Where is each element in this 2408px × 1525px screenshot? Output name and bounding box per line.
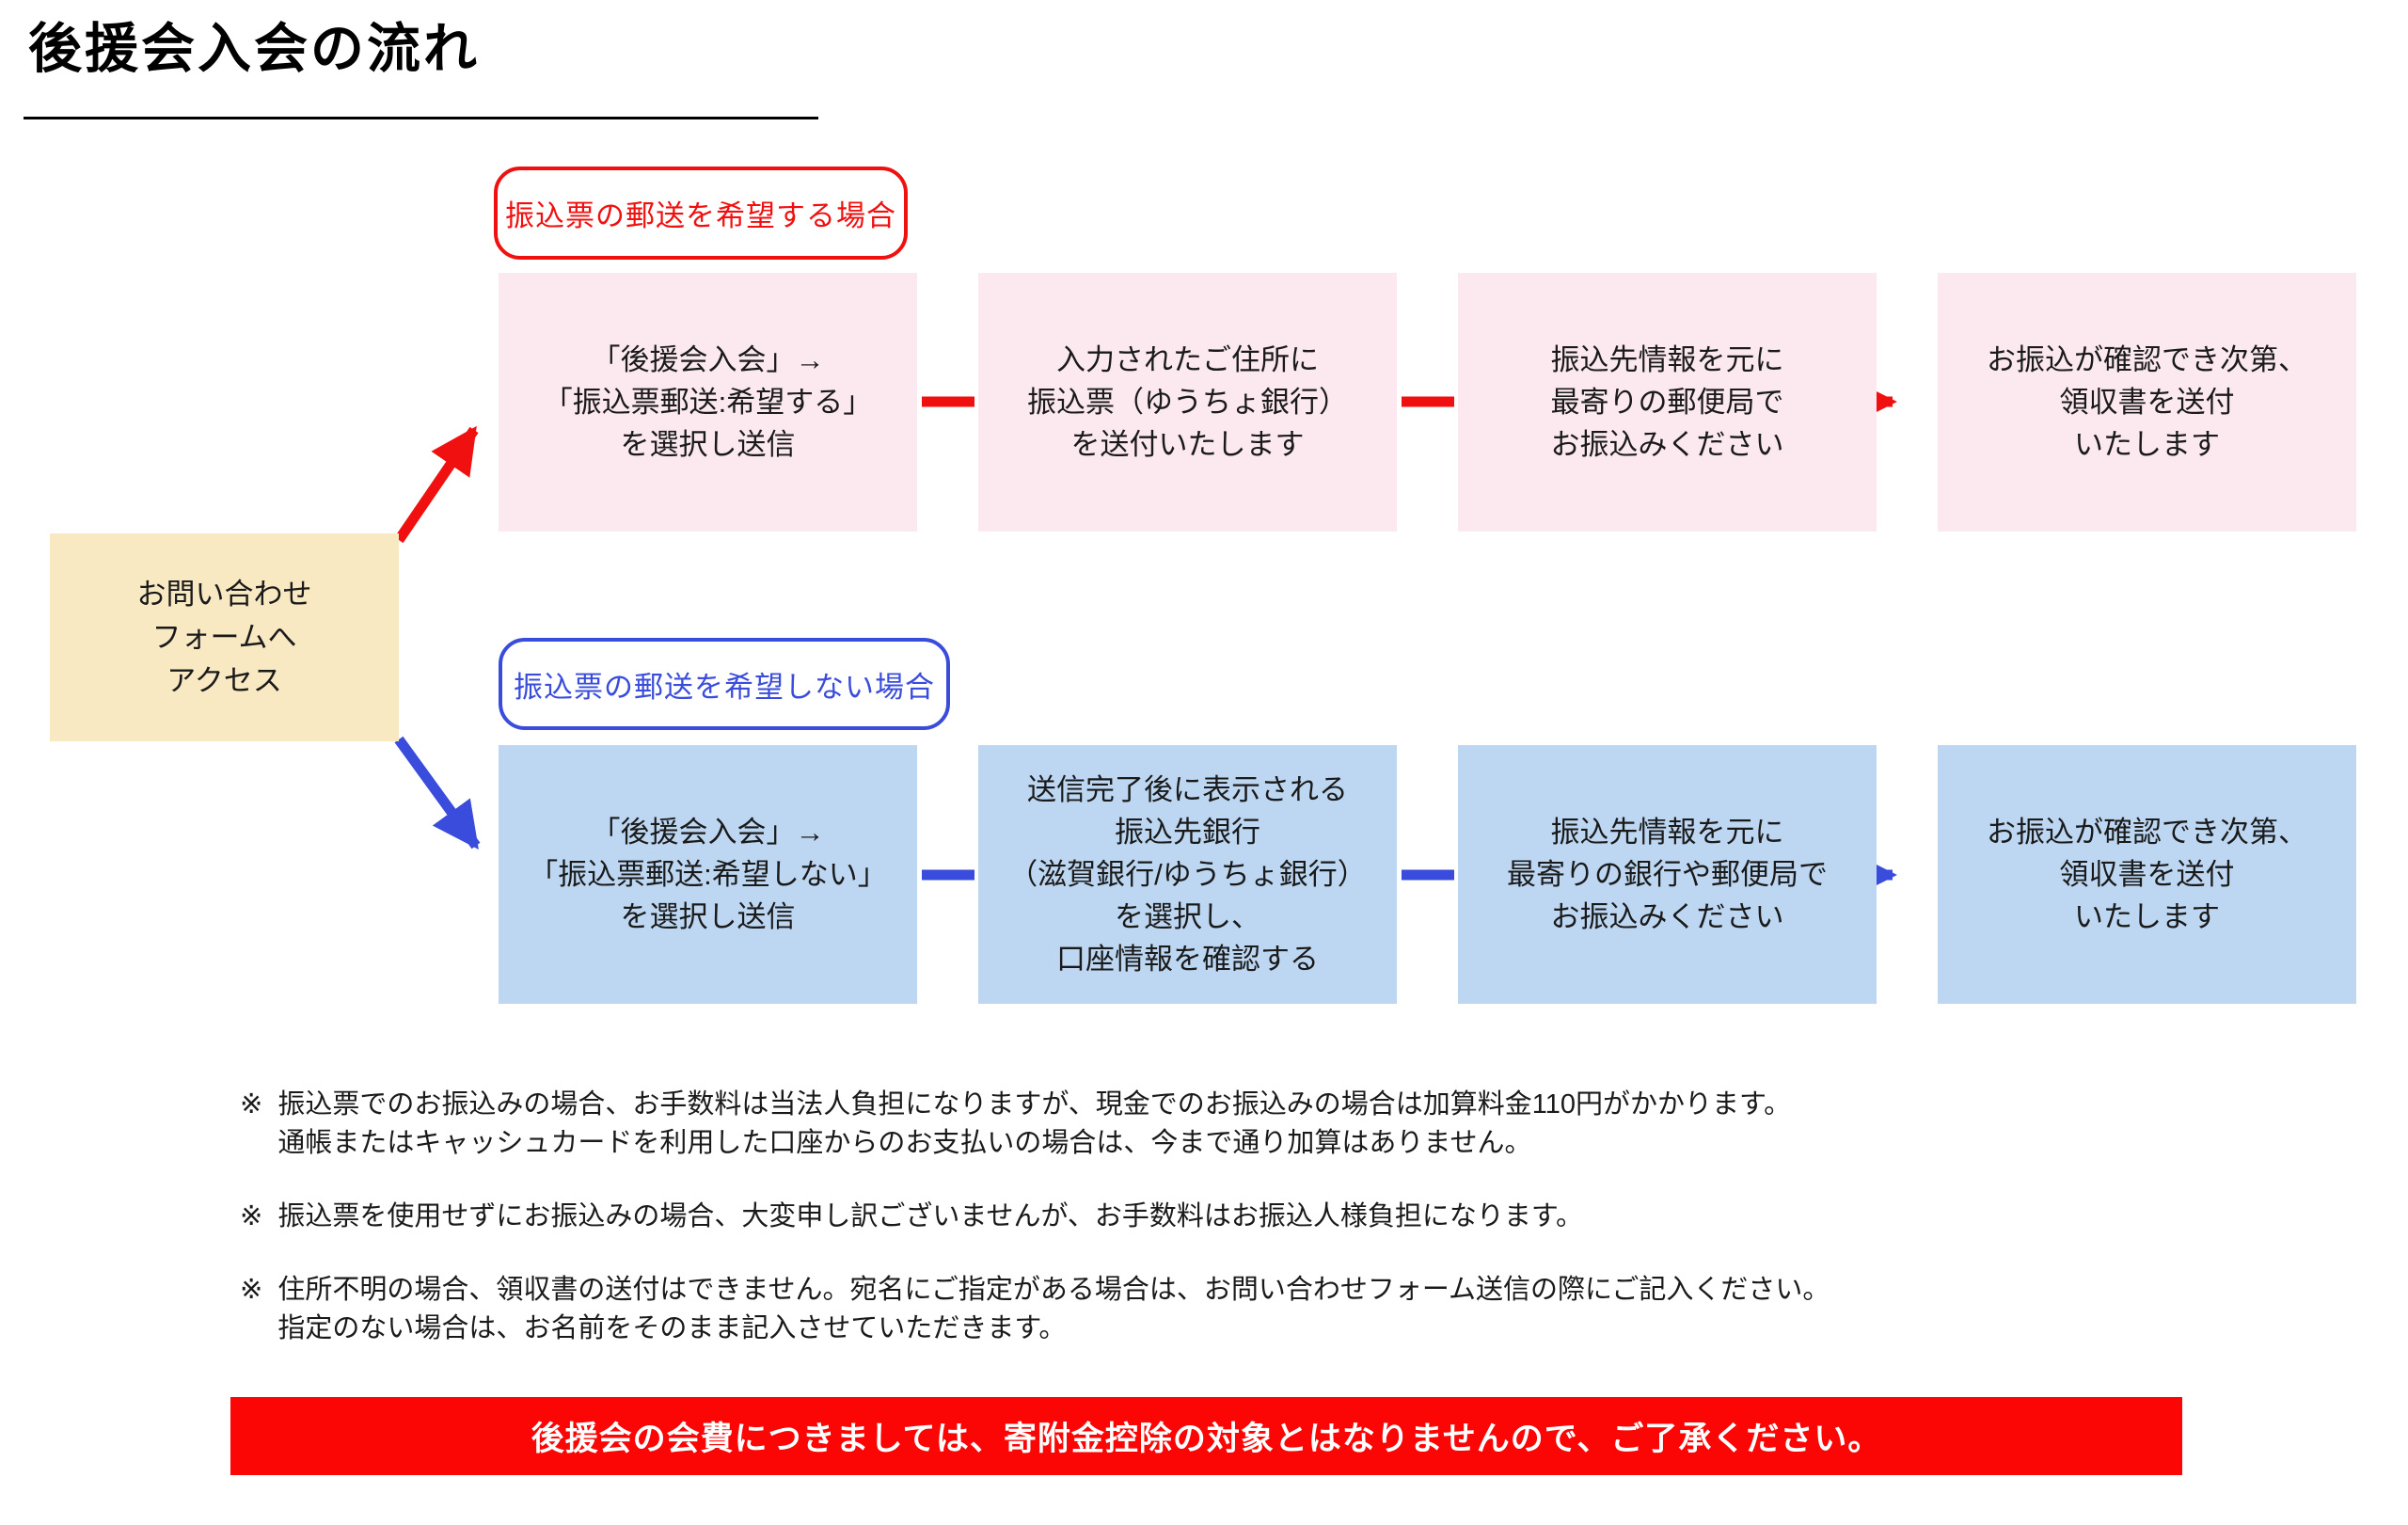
note-marker: ※ — [240, 1275, 263, 1305]
title-underline — [24, 117, 818, 119]
flow-step-label: 「後援会入会」→ 「振込票郵送:希望する」 を選択し送信 — [543, 343, 873, 461]
note-item: ※ 住所不明の場合、領収書の送付はできません。宛名にご指定がある場合は、お問い合… — [240, 1271, 2215, 1348]
note-item: ※ 振込票でのお振込みの場合、お手数料は当法人負担になりますが、現金でのお振込み… — [240, 1086, 2215, 1163]
branch-yes-label-pill: 振込票の郵送を希望する場合 — [494, 167, 908, 260]
flow-step-yes-2: 入力されたご住所に 振込票（ゆうちょ銀行） を送付いたします — [978, 273, 1397, 532]
note-marker: ※ — [240, 1201, 263, 1231]
flow-step-label: 振込先情報を元に 最寄りの郵便局で お振込みください — [1550, 343, 1784, 461]
note-text: 振込票を使用せずにお振込みの場合、大変申し訳ございませんが、お手数料はお振込人様… — [277, 1201, 1583, 1231]
branch-no-label: 振込票の郵送を希望しない場合 — [514, 670, 935, 704]
note-marker: ※ — [240, 1089, 263, 1120]
flow-step-label: 振込先情報を元に 最寄りの銀行や郵便局で お振込みください — [1507, 816, 1828, 933]
branch-no-label-pill: 振込票の郵送を希望しない場合 — [499, 638, 950, 730]
flow-step-yes-1: 「後援会入会」→ 「振込票郵送:希望する」 を選択し送信 — [499, 273, 917, 532]
flow-step-yes-4: お振込が確認でき次第、 領収書を送付 いたします — [1938, 273, 2356, 532]
disclaimer-banner-text: 後援会の会費につきましては、寄附金控除の対象とはなりませんので、ご了承ください。 — [531, 1421, 1882, 1457]
flow-step-label: お振込が確認でき次第、 領収書を送付 いたします — [1987, 343, 2307, 461]
diagonal-arrow-to-yes-branch-icon — [394, 425, 479, 544]
flow-step-label: 「後援会入会」→ 「振込票郵送:希望しない」 を選択し送信 — [529, 816, 887, 933]
page-title: 後援会入会の流れ — [28, 19, 480, 79]
start-box: お問い合わせ フォームへ アクセス — [50, 533, 399, 741]
disclaimer-banner: 後援会の会費につきましては、寄附金控除の対象とはなりませんので、ご了承ください。 — [230, 1397, 2182, 1475]
flow-step-no-3: 振込先情報を元に 最寄りの銀行や郵便局で お振込みください — [1458, 745, 1877, 1004]
start-box-label: お問い合わせ フォームへ アクセス — [136, 577, 312, 697]
notes-section: ※ 振込票でのお振込みの場合、お手数料は当法人負担になりますが、現金でのお振込み… — [240, 1086, 2215, 1383]
flow-step-yes-3: 振込先情報を元に 最寄りの郵便局で お振込みください — [1458, 273, 1877, 532]
note-text: 住所不明の場合、領収書の送付はできません。宛名にご指定がある場合は、お問い合わせ… — [277, 1275, 1830, 1343]
flow-step-label: 送信完了後に表示される 振込先銀行 （滋賀銀行/ゆうちょ銀行） を選択し、 口座… — [1008, 773, 1367, 976]
flow-step-no-1: 「後援会入会」→ 「振込票郵送:希望しない」 を選択し送信 — [499, 745, 917, 1004]
diagonal-arrow-to-no-branch-icon — [394, 736, 481, 850]
flow-step-no-2: 送信完了後に表示される 振込先銀行 （滋賀銀行/ゆうちょ銀行） を選択し、 口座… — [978, 745, 1397, 1004]
note-text: 振込票でのお振込みの場合、お手数料は当法人負担になりますが、現金でのお振込みの場… — [277, 1089, 1792, 1158]
branch-yes-label: 振込票の郵送を希望する場合 — [505, 199, 896, 232]
note-item: ※ 振込票を使用せずにお振込みの場合、大変申し訳ございませんが、お手数料はお振込… — [240, 1198, 2215, 1236]
flow-step-no-4: お振込が確認でき次第、 領収書を送付 いたします — [1938, 745, 2356, 1004]
flow-step-label: 入力されたご住所に 振込票（ゆうちょ銀行） を送付いたします — [1027, 343, 1348, 461]
flow-step-label: お振込が確認でき次第、 領収書を送付 いたします — [1987, 816, 2307, 933]
